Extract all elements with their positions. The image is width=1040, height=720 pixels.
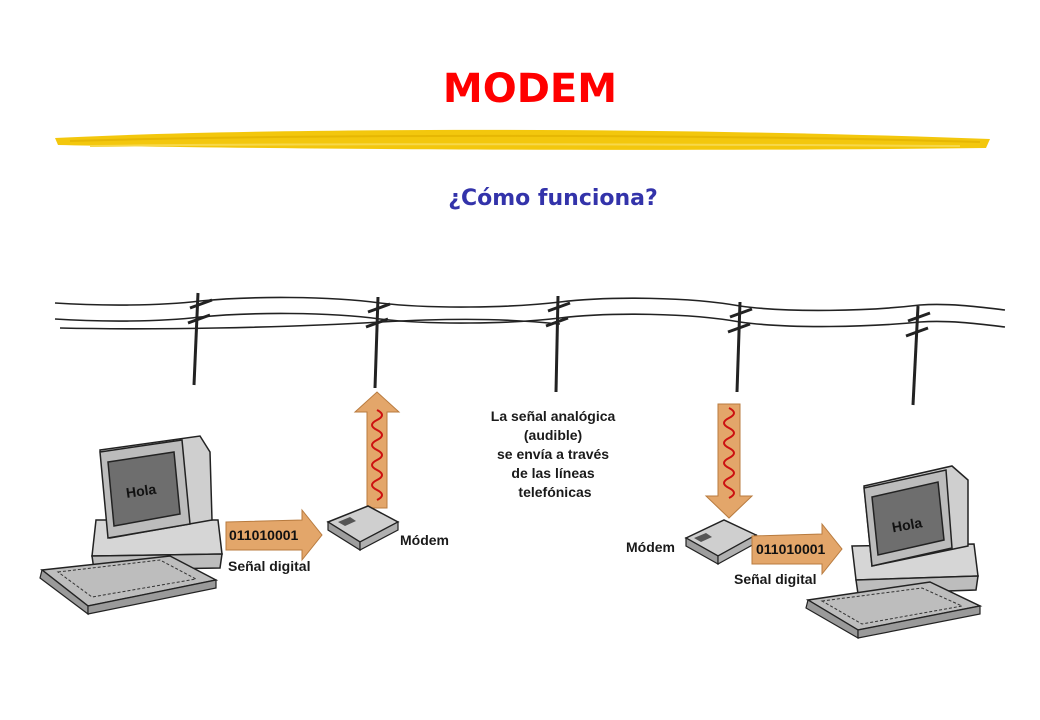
pole-4 (727, 301, 753, 393)
pole-3 (545, 295, 571, 393)
digital-arrow-left: 011010001 (225, 508, 323, 562)
analog-caption-line-5: telefónicas (518, 484, 591, 500)
computer-right: Hola (805, 465, 983, 640)
computer-left: Hola (39, 435, 223, 616)
modem-left (326, 505, 400, 552)
slide-subtitle: ¿Cómo funciona? (448, 186, 658, 211)
modem-label-right: Módem (626, 539, 675, 555)
pole-2 (365, 296, 391, 389)
telephone-wires (54, 296, 1006, 330)
analog-caption-line-4: de las líneas (511, 465, 594, 481)
analog-caption-line-2: (audible) (524, 427, 582, 443)
digital-label-left: Señal digital (228, 558, 310, 574)
bits-left: 011010001 (229, 527, 299, 543)
screen-text-left: Hola (125, 481, 157, 501)
analog-caption-line-3: se envía a través (497, 446, 609, 462)
modem-label-left: Módem (400, 532, 449, 548)
digital-label-right: Señal digital (734, 571, 816, 587)
telephone-poles (187, 292, 931, 406)
screen-text-right: Hola (891, 514, 924, 535)
bits-right: 011010001 (756, 541, 826, 557)
slide-title: MODEM (442, 66, 618, 112)
analog-arrow-down (704, 403, 754, 519)
digital-arrow-right: 011010001 (751, 522, 843, 576)
pole-5 (905, 305, 931, 406)
title-underline (55, 129, 990, 150)
analog-caption-line-1: La señal analógica (491, 408, 616, 424)
analog-arrow-up (353, 391, 401, 509)
pole-1 (187, 292, 213, 386)
analog-caption: La señal analógica (audible) se envía a … (491, 408, 619, 500)
modem-right (684, 519, 758, 566)
